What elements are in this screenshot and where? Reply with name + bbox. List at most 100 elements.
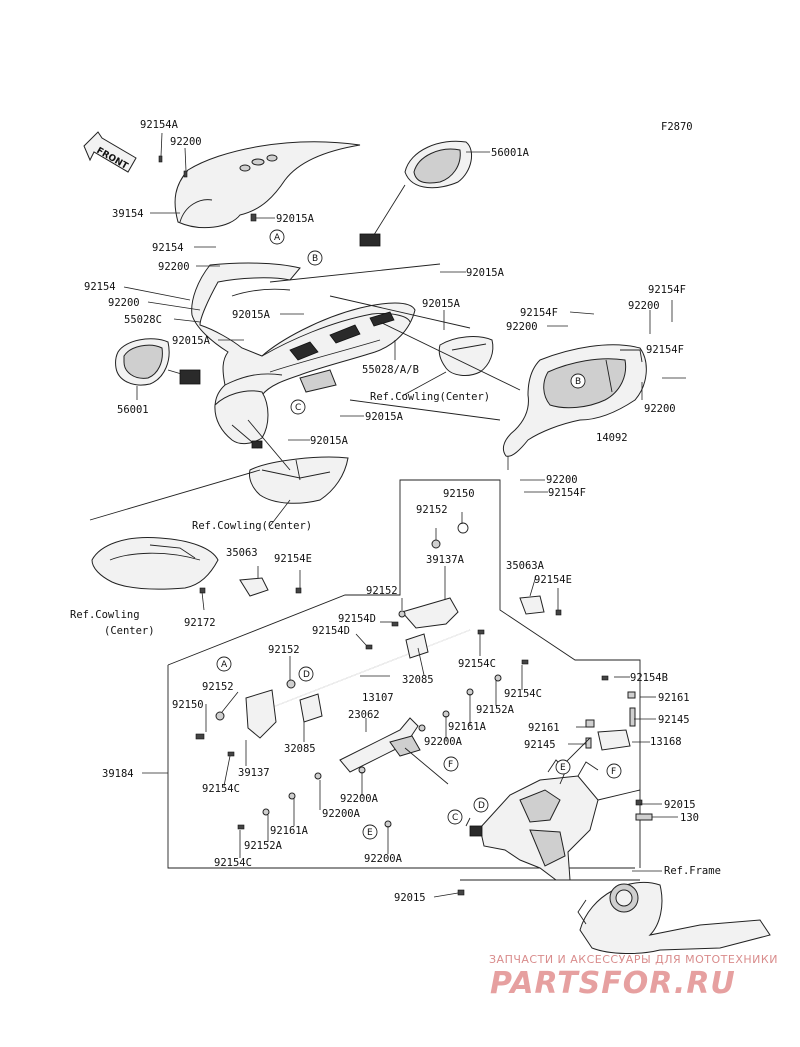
part-label: 92154F (646, 344, 684, 356)
part-label: 56001A (491, 147, 530, 159)
part-label: 92200 (644, 403, 676, 415)
part-label: 92154F (520, 307, 558, 319)
inner-panel-part (174, 141, 361, 229)
part-label: 92154C (458, 658, 496, 670)
callout-C: C (295, 403, 301, 413)
part-label: 92152A (244, 840, 283, 852)
reference-labels: Ref.Cowling(Center) Ref.Cowling(Center) … (70, 391, 721, 877)
part-label: 92154D (338, 613, 376, 625)
part-label: 39184 (102, 768, 134, 780)
part-label: 92154C (214, 857, 252, 869)
bracket-23062-part (339, 717, 421, 773)
front-lower-panel-part (214, 390, 269, 449)
part-labels: 92154 A 92200 39154 92015A 56001A 92154 9… (84, 119, 699, 904)
part-label: 92200 (170, 136, 202, 148)
part-label: 92154E (534, 574, 572, 586)
part-label: 92200A (322, 808, 361, 820)
cowling-side-ref-part (91, 536, 219, 590)
part-label: 92200A (424, 736, 463, 748)
part-label: 92154B (630, 672, 668, 684)
part-label: 32085 (284, 743, 316, 755)
part-label: 92152A (476, 704, 515, 716)
part-label: 92161 (658, 692, 690, 704)
part-label: 13168 (650, 736, 682, 748)
callout-D: D (478, 801, 485, 811)
part-label: 92200A (340, 793, 379, 805)
subframe-part (469, 759, 599, 881)
part-label: 92015A (466, 267, 505, 279)
part-label: 92152 (202, 681, 234, 693)
part-label: 92015A (365, 411, 404, 423)
part-label: 92015A (172, 335, 211, 347)
part-label: 92152 (268, 644, 300, 656)
callout-E: E (367, 828, 373, 838)
part-label: 92150 (443, 488, 475, 500)
watermark: ЗАПЧАСТИ И АКСЕССУАРЫ ДЛЯ МОТОТЕХНИКИ PA… (489, 953, 778, 1001)
part-label: 92145 (658, 714, 690, 726)
bracket-32085-part (299, 633, 429, 723)
part-label: 92015 (394, 892, 426, 904)
ref-cowling-center-label: Ref.Cowling(Center) (192, 520, 312, 532)
part-label: 92161 (528, 722, 560, 734)
part-label: 92145 (524, 739, 556, 751)
part-label: 23062 (348, 709, 380, 721)
part-label: 92015 (664, 799, 696, 811)
cowling-center-ref-part (249, 456, 349, 504)
callout-B: B (312, 254, 318, 264)
callout-markers: A B C B A D F E F D C E (216, 229, 622, 840)
part-label: 13107 (362, 692, 394, 704)
part-label: 130 (680, 812, 699, 824)
part-label: 92015A (276, 213, 315, 225)
ref-cowling-sub-label: (Center) (104, 625, 155, 637)
callout-F: F (448, 760, 453, 770)
part-label: 92200 (506, 321, 538, 333)
part-label: 92150 (172, 699, 204, 711)
part-label: 32085 (402, 674, 434, 686)
part-label: 92154 (152, 242, 184, 254)
part-label: 92200A (364, 853, 403, 865)
fastener-set (195, 522, 653, 896)
upper-cowling-part (191, 262, 416, 425)
ref-cowling-label: Ref.Cowling (70, 609, 140, 621)
part-label: 92015A (310, 435, 349, 447)
part-label: 35063A (506, 560, 545, 572)
watermark-brand: PARTSFOR.RU (490, 966, 736, 1001)
diagram-code: F2870 (661, 121, 693, 133)
part-label: 92154D (312, 625, 350, 637)
callout-C: C (452, 813, 458, 823)
bracket-assembly-frame (167, 479, 641, 869)
frame-ref-part (577, 881, 771, 955)
part-label: 92154F (548, 487, 586, 499)
watermark-tagline: ЗАПЧАСТИ И АКСЕССУАРЫ ДЛЯ МОТОТЕХНИКИ (489, 953, 778, 966)
part-label: 39154 (112, 208, 144, 220)
bracket-35063-part (239, 577, 545, 615)
part-label: 14092 (596, 432, 628, 444)
part-label: 92154 (84, 281, 116, 293)
ref-cowling-center-label: Ref.Cowling(Center) (370, 391, 490, 403)
mid-bracket-part (438, 336, 494, 376)
mirror-left-part (115, 338, 201, 386)
part-label: 92154F (648, 284, 686, 296)
callout-E: E (560, 763, 566, 773)
callout-F: F (611, 767, 616, 777)
part-label: 92200 (546, 474, 578, 486)
part-label: 92172 (184, 617, 216, 629)
stay-13107-part (245, 597, 471, 739)
mirror-right-part (359, 140, 473, 247)
part-label: 92200 (628, 300, 660, 312)
part-label: 92015A (422, 298, 461, 310)
part-label: 92152 (366, 585, 398, 597)
callout-B: B (575, 377, 581, 387)
part-label: 92161A (270, 825, 309, 837)
callout-D: D (303, 670, 310, 680)
part-label: 92161A (448, 721, 487, 733)
callout-A: A (274, 233, 281, 243)
ref-frame-label: Ref.Frame (664, 865, 721, 877)
part-label: 92015A (232, 309, 271, 321)
front-arrow-icon: FRONT (83, 131, 137, 173)
part-label: 92154C (202, 783, 240, 795)
part-label: 92200 (158, 261, 190, 273)
part-label: 39137A (426, 554, 465, 566)
part-label: 55028C (124, 314, 162, 326)
